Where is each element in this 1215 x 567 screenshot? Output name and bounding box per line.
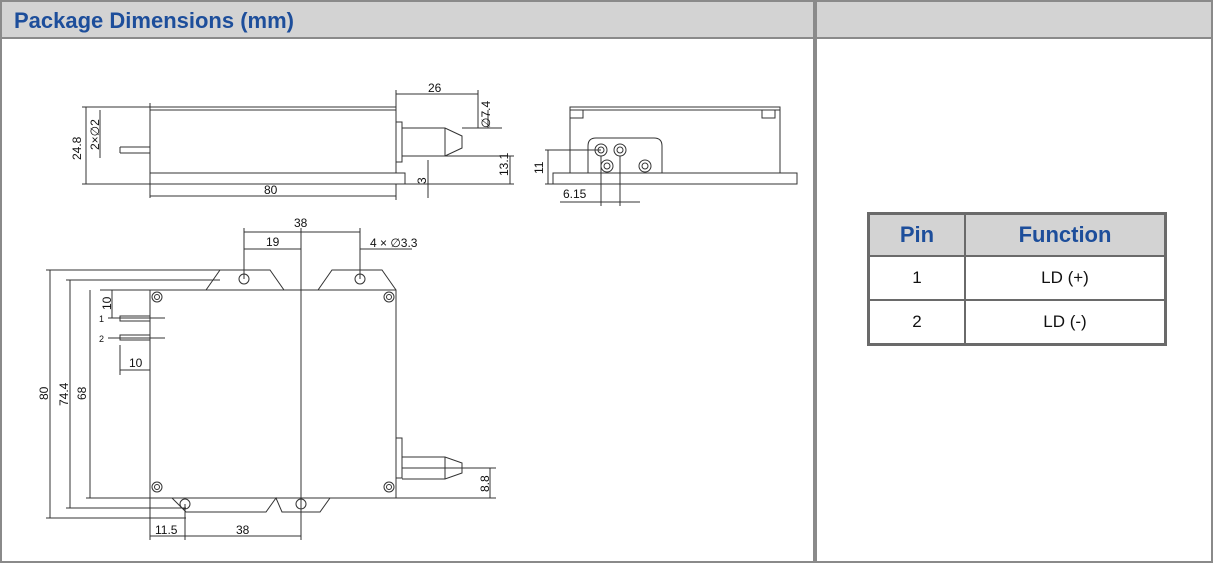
dim-68: 68 — [75, 386, 89, 400]
dim-38-top: 38 — [294, 216, 308, 230]
dim-8-8: 8.8 — [478, 475, 492, 492]
dim-26: 26 — [428, 81, 442, 95]
dim-11-5: 11.5 — [155, 523, 178, 537]
pin-1-label: 1 — [99, 314, 104, 324]
section-title: Package Dimensions (mm) — [14, 8, 294, 33]
dim-10-v: 10 — [100, 296, 114, 310]
dim-10-h: 10 — [129, 356, 143, 370]
package-drawing: 26 ∅7.4 2×∅2 24.8 13.1 3 80 11 6.15 38 1… — [37, 81, 798, 540]
function-cell: LD (+) — [964, 255, 1167, 301]
column-divider — [813, 2, 817, 561]
dim-2x2: 2×∅2 — [88, 119, 102, 150]
function-cell: LD (-) — [964, 299, 1167, 346]
dim-11: 11 — [532, 161, 546, 174]
dim-7-4: ∅7.4 — [479, 101, 493, 128]
dim-24-8: 24.8 — [70, 136, 84, 160]
pin-column-header: Pin — [867, 212, 966, 257]
dim-13-1: 13.1 — [497, 152, 511, 176]
table-header-row: Pin Function — [867, 212, 1167, 257]
pin-cell: 2 — [867, 299, 966, 346]
function-column-header: Function — [964, 212, 1167, 257]
dim-6-15: 6.15 — [563, 187, 587, 201]
table-row: 2 LD (-) — [867, 299, 1167, 346]
dim-80-side: 80 — [264, 183, 278, 197]
right-header-cell — [817, 2, 1211, 39]
section-header: Package Dimensions (mm) — [2, 2, 813, 39]
top-view — [46, 228, 496, 540]
side-view — [82, 90, 514, 200]
dim-80-top: 80 — [37, 386, 51, 400]
dim-38-bottom: 38 — [236, 523, 250, 537]
holes-label: 4 × ∅3.3 — [370, 236, 418, 250]
table-row: 1 LD (+) — [867, 255, 1167, 301]
end-view — [545, 106, 798, 206]
dim-74-4: 74.4 — [57, 382, 71, 406]
pin-cell: 1 — [867, 255, 966, 301]
pin-2-label: 2 — [99, 334, 104, 344]
dim-19: 19 — [266, 235, 280, 249]
pin-function-table: Pin Function 1 LD (+) 2 LD (-) — [867, 212, 1167, 346]
dim-3: 3 — [415, 177, 429, 184]
